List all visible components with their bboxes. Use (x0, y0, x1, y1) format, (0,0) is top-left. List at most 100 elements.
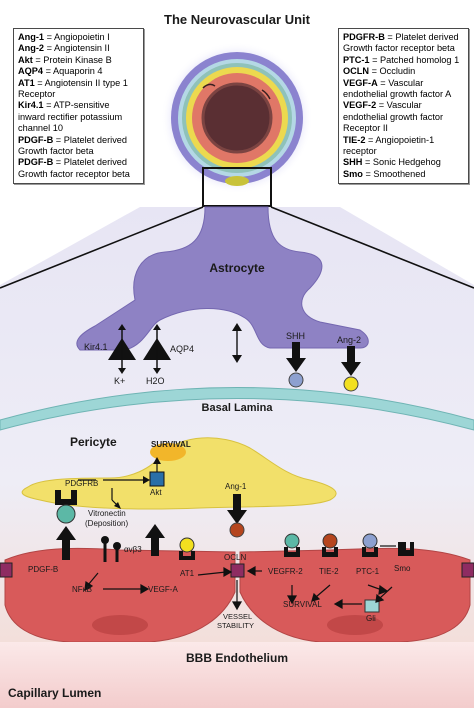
legend-def: = Protein Kinase B (32, 54, 112, 65)
legend-abbr: VEGF-A (343, 77, 378, 88)
pdgfrb-label: PDGFRB (65, 479, 98, 488)
ang2-arrow (341, 346, 361, 392)
tie2-receptor (322, 533, 338, 557)
vessel-label: VESSEL (223, 612, 252, 621)
zoom-box (202, 167, 272, 207)
aqp4-channel (143, 324, 171, 374)
legend-def: = Angiopoietin I (44, 32, 110, 42)
double-arrow (232, 323, 242, 363)
avb3-integrin (101, 536, 121, 562)
astrocyte-shape (76, 206, 369, 351)
legend-abbr: Ang-2 (18, 43, 45, 54)
legend-def: = ATP-sensitive inward rectifier potassi… (18, 100, 123, 134)
gli-node (364, 599, 380, 613)
shh-arrow (286, 342, 306, 388)
vegfa-arrow (145, 524, 165, 556)
legend-abbr: SHH (343, 157, 363, 168)
legend-abbr: PDGF-B (18, 157, 54, 168)
ang1-label: Ang-1 (225, 482, 247, 491)
legend-def: = Smoothened (362, 168, 426, 179)
legend-abbr: PDGFR-B (343, 32, 385, 42)
legend-entry: Ang-2 = Angiotensin II (18, 43, 139, 54)
tie2-label: TIE-2 (319, 567, 339, 576)
vegfr2-receptor (284, 533, 300, 557)
pdgfb-label: PDGF-B (28, 565, 58, 574)
legend-abbr: Ang-1 (18, 32, 45, 42)
legend-def: = Patched homolog 1 (369, 54, 460, 65)
right-junction (461, 562, 474, 578)
basal-lamina-label: Basal Lamina (202, 402, 274, 414)
zoom-line-left (0, 206, 204, 289)
legend-entry: PDGF-B = Platelet derived Growth factor … (18, 157, 139, 180)
legend-abbr: VEGF-2 (343, 100, 377, 111)
legend-abbr: Akt (18, 54, 33, 65)
legend-def: = Vascular endothelial growth factor A (343, 77, 452, 100)
legend-entry: Kir4.1 = ATP-sensitive inward rectifier … (18, 100, 139, 134)
vessel-cross-section (161, 42, 313, 207)
zoom-line-right (270, 206, 474, 289)
legend-abbr: PDGF-B (18, 134, 54, 145)
left-junction (0, 562, 13, 578)
pericyte (21, 437, 337, 510)
avb3-label: αvβ3 (124, 545, 142, 554)
at1-label: AT1 (180, 569, 195, 578)
aqp4-label: AQP4 (170, 344, 194, 354)
ang1-arrow (227, 494, 247, 538)
legend-right: PDGFR-B = Platelet derived Growth factor… (338, 28, 469, 185)
deposition-label: (Deposition) (85, 519, 128, 528)
legend-def: = Platelet derived Growth factor recepto… (18, 157, 130, 179)
legend-def: = Angiopoietin-1 receptor (343, 134, 435, 157)
ocln-junction (230, 563, 245, 578)
vitronectin-arrow (111, 488, 121, 509)
legend-def: = Aquaporin 4 (43, 66, 103, 77)
shh-label: SHH (286, 331, 305, 341)
legend-abbr: Kir4.1 (18, 100, 44, 111)
legend-def: = Angiotensin II (44, 43, 110, 54)
astrocyte-label: Astrocyte (209, 261, 265, 275)
legend-entry: VEGF-A = Vascular endothelial growth fac… (343, 78, 464, 101)
legend-entry: AT1 = Angiotensin II type 1 Receptor (18, 78, 139, 101)
vegfa-label: VEGF-A (148, 585, 178, 594)
legend-def: = Occludin (369, 66, 416, 77)
legend-entry: AQP4 = Aquaporin 4 (18, 66, 139, 77)
ocln-label: OCLN (224, 553, 246, 562)
legend-def: = Angiotensin II type 1 Receptor (18, 77, 128, 100)
capillary-lumen-label: Capillary Lumen (8, 686, 101, 700)
legend-def: = Platelet derived Growth factor recepto… (343, 32, 459, 54)
survival-endo-label: SURVIVAL (283, 600, 322, 609)
pericyte-label: Pericyte (70, 435, 117, 449)
pericyte-survival-label: SURVIVAL (151, 440, 191, 449)
right-endo-arrows (246, 565, 393, 610)
legend-def: = Sonic Hedgehog (362, 157, 441, 168)
endothelium (0, 547, 474, 708)
legend-def: = Platelet derived Growth factor beta (18, 134, 128, 157)
legend-entry: TIE-2 = Angiopoietin-1 receptor (343, 135, 464, 158)
vegfr2-label: VEGFR-2 (268, 567, 303, 576)
ang2-label: Ang-2 (337, 335, 361, 345)
legend-entry: PDGF-B = Platelet derived Growth factor … (18, 135, 139, 158)
ptc1-label: PTC-1 (356, 567, 380, 576)
legend-entry: SHH = Sonic Hedgehog (343, 157, 464, 168)
nfkb-label: NFκB (72, 585, 92, 594)
stability-label: STABILITY (217, 621, 254, 630)
pdgfb-arrow (56, 526, 76, 560)
legend-entry: PTC-1 = Patched homolog 1 (343, 55, 464, 66)
legend-abbr: AT1 (18, 77, 35, 88)
ptc1-receptor (362, 533, 378, 557)
basal-lamina (0, 387, 474, 431)
kir41-label: Kir4.1 (84, 342, 108, 352)
smo-label: Smo (394, 564, 411, 573)
at1-receptor (179, 537, 195, 560)
diagram-title: The Neurovascular Unit (164, 12, 311, 27)
legend-entry: PDGFR-B = Platelet derived Growth factor… (343, 32, 464, 55)
gli-label: Gli (366, 614, 376, 623)
legend-abbr: AQP4 (18, 66, 44, 77)
vitronectin-label: Vitronectin (88, 509, 126, 518)
h2o-label: H2O (146, 376, 165, 386)
legend-abbr: TIE-2 (343, 134, 366, 145)
smo-receptor (380, 542, 414, 556)
legend-def: = Vascular endothelial growth factor Rec… (343, 100, 444, 134)
